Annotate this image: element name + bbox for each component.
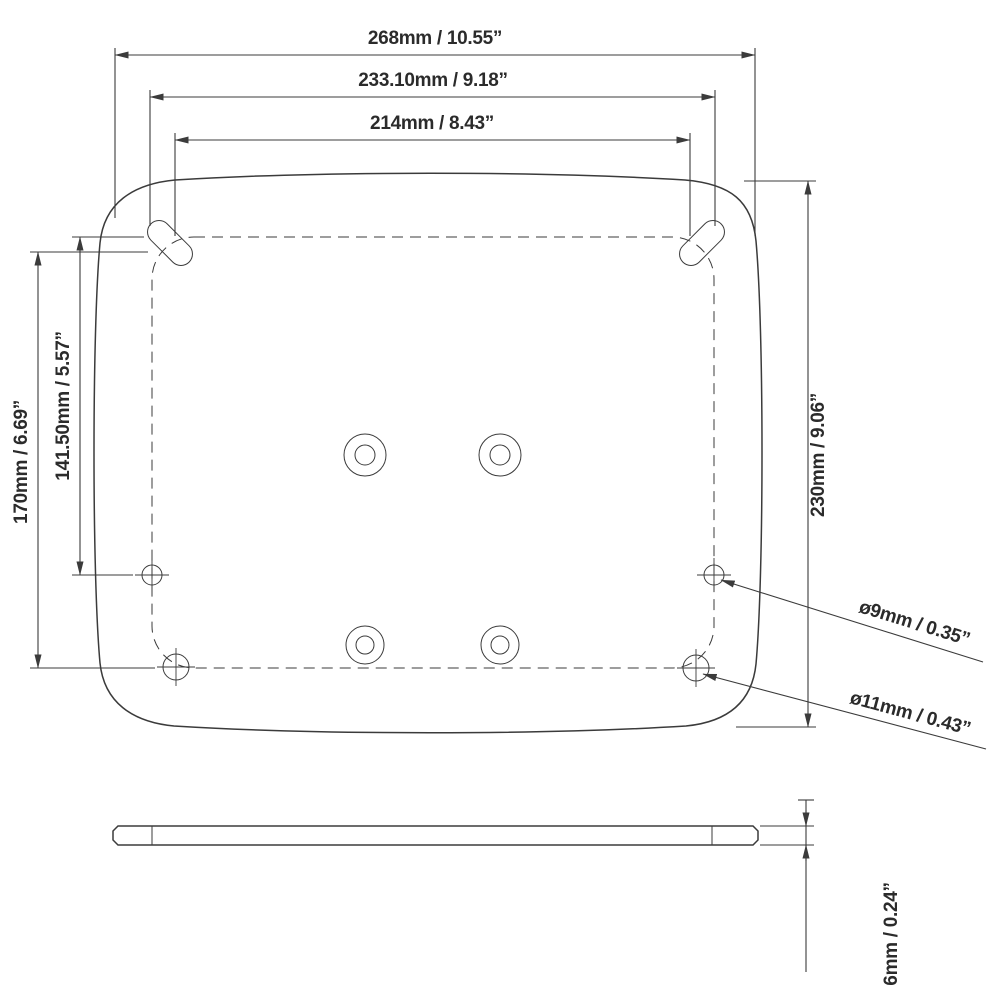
dim-label-outer-width: 268mm / 10.55” xyxy=(368,28,502,49)
dim-label-large-hole-diameter: ø11mm / 0.43” xyxy=(848,688,973,740)
dim-label-small-hole-diameter: ø9mm / 0.35” xyxy=(857,597,973,651)
dim-label-thickness: 6mm / 0.24” xyxy=(881,882,902,985)
dim-label-right-height: 230mm / 9.06” xyxy=(808,393,829,517)
center-hole-top-right xyxy=(478,433,522,477)
plate-side-view xyxy=(112,825,759,846)
dimension-outer-width: 268mm / 10.55” xyxy=(114,28,756,236)
dim-label-left-height-inner: 141.50mm / 5.57” xyxy=(53,331,74,480)
corner-hole-left-mid xyxy=(135,558,169,592)
dim-label-slot-span-width: 233.10mm / 9.18” xyxy=(358,70,507,91)
corner-hole-left-bottom xyxy=(157,648,195,686)
plate-profile-outline xyxy=(112,825,759,846)
dimension-slot-span-width: 233.10mm / 9.18” xyxy=(149,70,716,226)
corner-hole-right-mid xyxy=(697,558,731,592)
center-hole-bottom-left xyxy=(345,625,385,665)
plate-top-view xyxy=(93,172,763,734)
leader-small-hole-diameter: ø9mm / 0.35” xyxy=(720,579,984,663)
center-hole-top-left xyxy=(343,433,387,477)
center-hole-bottom-right xyxy=(480,625,520,665)
mounting-slot-left xyxy=(147,220,193,266)
dimension-left-height-outer: 170mm / 6.69” xyxy=(11,251,155,669)
dimension-thickness: 6mm / 0.24” xyxy=(760,799,902,986)
dimension-inner-width: 214mm / 8.43” xyxy=(174,113,691,236)
plate-outline xyxy=(93,172,763,734)
corner-hole-right-bottom xyxy=(677,649,715,687)
dimension-right-height: 230mm / 9.06” xyxy=(736,180,829,728)
dim-label-inner-width: 214mm / 8.43” xyxy=(370,113,494,134)
leader-large-hole-diameter: ø11mm / 0.43” xyxy=(702,673,987,750)
dimension-left-height-inner: 141.50mm / 5.57” xyxy=(53,236,144,576)
dim-label-left-height-outer: 170mm / 6.69” xyxy=(11,400,32,524)
mounting-slot-right xyxy=(679,220,725,266)
plate-inner-dashed-outline xyxy=(151,236,715,669)
